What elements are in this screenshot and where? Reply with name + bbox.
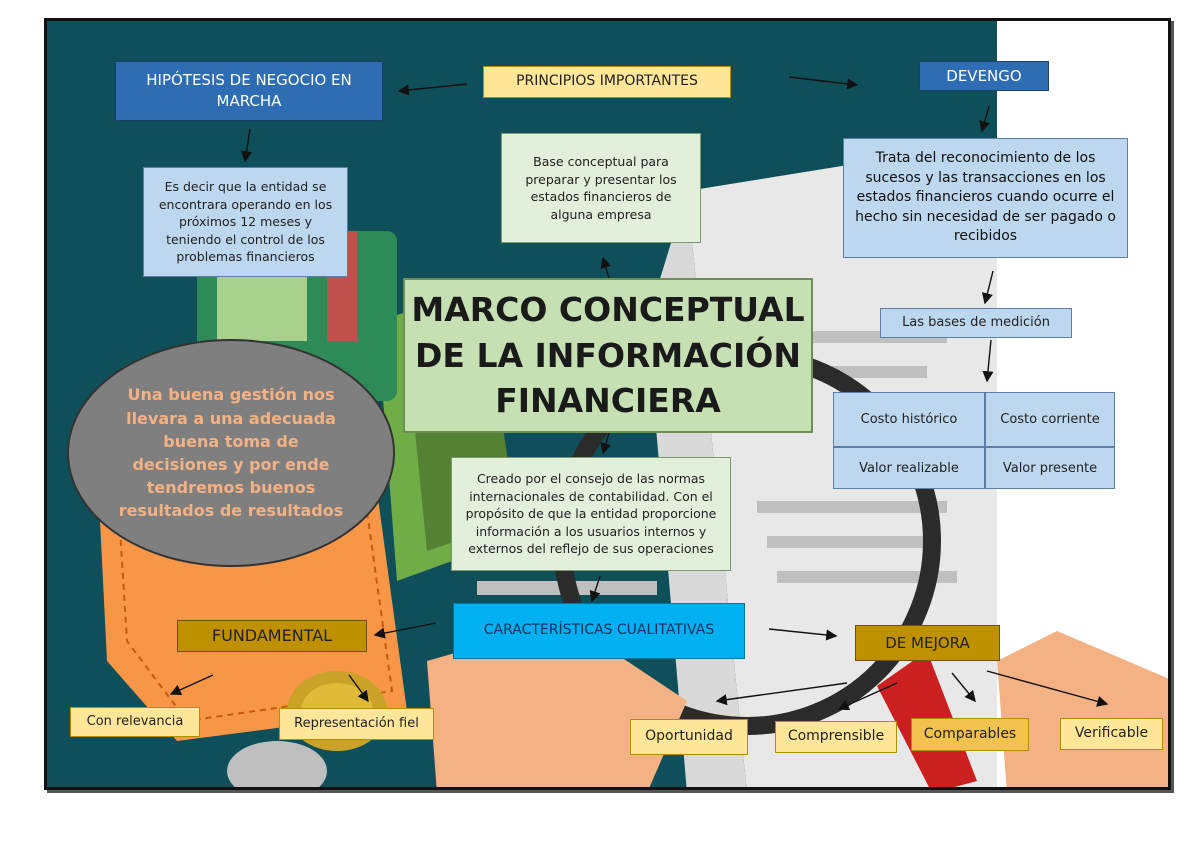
arrow-mejora-oportunidad <box>715 682 848 706</box>
arrow-creado-caracteristicas <box>589 575 601 603</box>
caracteristicas-cualitativas-box: CARACTERÍSTICAS CUALITATIVAS <box>453 603 745 659</box>
bases-medicion-box: Las bases de medición <box>880 308 1072 338</box>
arrow-mejora-comprensible <box>837 682 898 711</box>
arrow-title-base <box>600 256 612 279</box>
medicion-cell: Valor presente <box>985 447 1115 489</box>
comparables-box: Comparables <box>911 718 1029 751</box>
arrow-caracteristicas-mejora <box>768 628 838 641</box>
comprensible-box: Comprensible <box>775 721 897 753</box>
arrow-desc-bases <box>981 270 994 305</box>
arrow-fundamental-relevancia <box>169 674 214 696</box>
devengo-description: Trata del reconocimiento de los sucesos … <box>843 138 1128 258</box>
arrow-mejora-verificable <box>986 670 1109 707</box>
medicion-cell: Costo corriente <box>985 392 1115 447</box>
arrow-caracteristicas-fundamental <box>373 622 437 639</box>
medicion-cell: Costo histórico <box>833 392 985 447</box>
principios-importantes-box: PRINCIPIOS IMPORTANTES <box>483 66 731 98</box>
hipotesis-box: HIPÓTESIS DE NEGOCIO EN MARCHA <box>115 61 383 121</box>
devengo-box: DEVENGO <box>919 61 1049 91</box>
mind-map-canvas: MARCO CONCEPTUAL DE LA INFORMACIÓN FINAN… <box>44 18 1171 790</box>
central-title: MARCO CONCEPTUAL DE LA INFORMACIÓN FINAN… <box>403 278 813 433</box>
verificable-box: Verificable <box>1060 718 1163 750</box>
connector-arrows <box>169 76 1109 711</box>
arrow-bases-medicion <box>982 339 994 383</box>
arrow-mejora-comparables <box>951 672 976 703</box>
arrow-devengo-desc <box>979 105 991 133</box>
arrow-fundamental-fiel <box>348 674 369 703</box>
gestion-ellipse: Una buena gestión nos llevara a una adec… <box>67 339 395 567</box>
oportunidad-box: Oportunidad <box>630 719 748 755</box>
arrow-principios-hipotesis <box>397 83 468 96</box>
fundamental-box: FUNDAMENTAL <box>177 620 367 652</box>
arrow-title-creado <box>600 432 612 455</box>
arrow-principios-devengo <box>788 76 859 90</box>
base-conceptual-box: Base conceptual para preparar y presenta… <box>501 133 701 243</box>
de-mejora-box: DE MEJORA <box>855 625 1000 661</box>
arrow-hipotesis-desc <box>240 128 253 163</box>
hipotesis-description: Es decir que la entidad se encontrara op… <box>143 167 348 277</box>
representacion-fiel-box: Representación fiel <box>279 708 434 740</box>
con-relevancia-box: Con relevancia <box>70 707 200 737</box>
creado-por-box: Creado por el consejo de las normas inte… <box>451 457 731 571</box>
medicion-cell: Valor realizable <box>833 447 985 489</box>
